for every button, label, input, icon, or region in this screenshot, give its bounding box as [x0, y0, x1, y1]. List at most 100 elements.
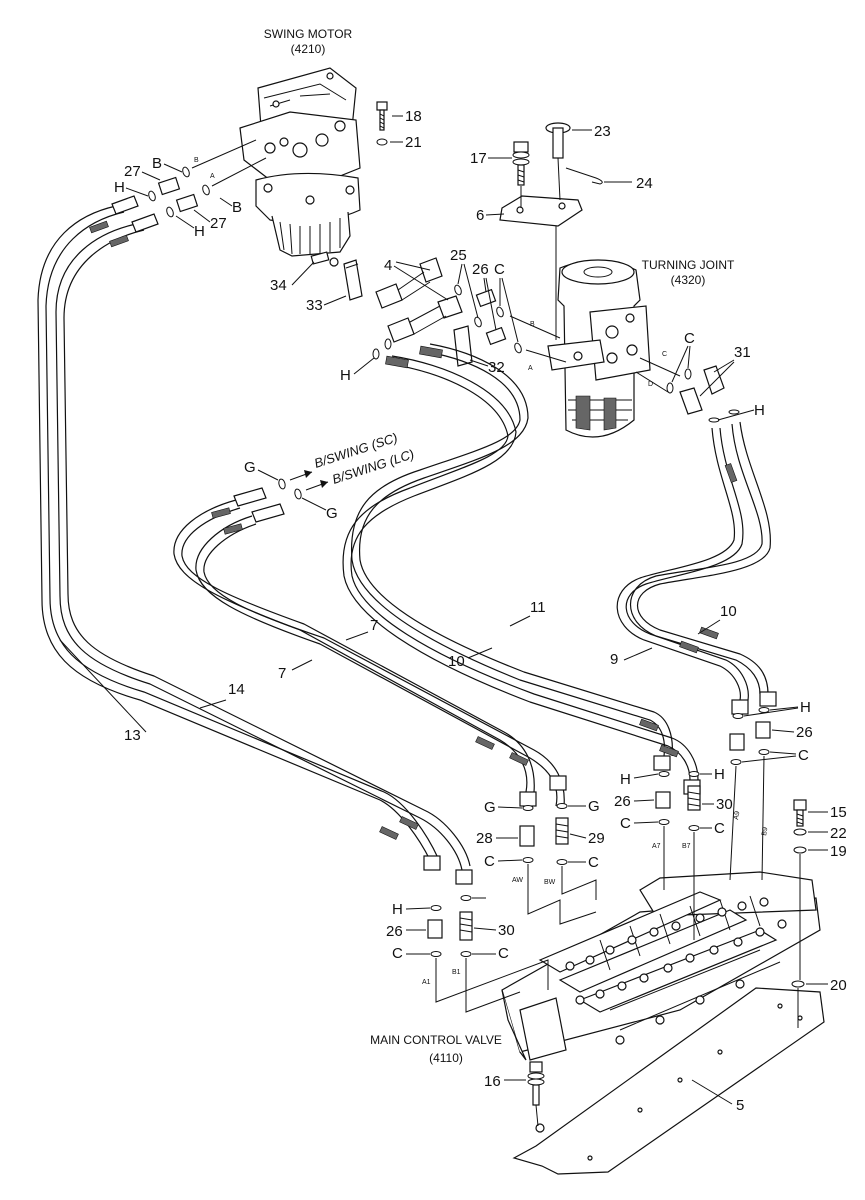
part-17-bolt: [512, 141, 530, 208]
part-label-16: 16: [484, 1073, 501, 1090]
letter-h-mcv-left: H: [392, 901, 403, 918]
main-control-valve-code: (4110): [429, 1051, 463, 1065]
part-label-10-right: 10: [720, 603, 737, 620]
letter-c-mid-left: C: [620, 815, 631, 832]
part-label-24: 24: [636, 175, 653, 192]
part-label-4: 4: [384, 257, 392, 274]
port-label-joint-c: C: [662, 351, 667, 358]
port-label-b9: B9: [761, 827, 769, 837]
fitting-26-30-left: [427, 911, 473, 941]
letter-h-motor-lower: H: [194, 223, 205, 240]
part-33-clamp: [343, 259, 363, 301]
letter-h-joint-right: H: [754, 402, 765, 419]
part-label-7-lower: 7: [278, 665, 286, 682]
swing-motor-code: (4210): [291, 42, 326, 56]
part-label-34: 34: [270, 277, 287, 294]
hose-11: [350, 343, 673, 757]
letter-c-mid-right: C: [714, 820, 725, 837]
port-label-b1: B1: [452, 969, 461, 976]
letter-h-motor-upper: H: [114, 179, 125, 196]
part-32-bracket: [453, 325, 473, 367]
letter-h-joint-left: H: [340, 367, 351, 384]
turning-joint: [547, 259, 651, 438]
part-34-bleeder: [310, 251, 339, 267]
port-label-bw: BW: [544, 879, 556, 886]
port-label-a9: A9: [733, 811, 741, 821]
letter-g-mcv-right: G: [588, 798, 600, 815]
washer-20: [791, 980, 805, 988]
turning-joint-code: (4320): [671, 273, 706, 287]
part-label-19: 19: [830, 843, 847, 860]
part-label-9: 9: [610, 651, 618, 668]
part-label-14: 14: [228, 681, 245, 698]
part-label-26-joint: 26: [472, 261, 489, 278]
swing-motor-title: SWING MOTOR: [264, 27, 353, 41]
letter-c-mcv-left: C: [484, 853, 495, 870]
letter-g-bswing-lower: G: [326, 505, 338, 522]
hose-10-right: [630, 421, 771, 695]
port-label-a1: A1: [422, 979, 431, 986]
letter-c-joint-right: C: [684, 330, 695, 347]
port-label-joint-d: D: [648, 381, 653, 388]
fitting-27-lower: [166, 184, 210, 218]
main-control-valve: [501, 871, 821, 1061]
part-label-18: 18: [405, 108, 422, 125]
part-label-20: 20: [830, 977, 847, 994]
letter-c-left-a1: C: [392, 945, 403, 962]
turning-joint-title: TURNING JOINT: [642, 258, 735, 272]
part-label-5: 5: [736, 1097, 744, 1114]
part-31-elbows: [679, 365, 725, 415]
port-label-joint-a: A: [528, 365, 533, 372]
part-4-elbows: [375, 257, 463, 343]
part-label-30-mid: 30: [716, 796, 733, 813]
letter-c-joint-left: C: [494, 261, 505, 278]
part-23-pin: [545, 122, 571, 201]
letter-h-right-mid-left: H: [620, 771, 631, 788]
part-label-27-upper: 27: [124, 163, 141, 180]
part-label-26-left: 26: [386, 923, 403, 940]
fitting-26-30-mid: [655, 785, 701, 811]
washer-19: [793, 846, 807, 854]
part-label-10-middle: 10: [448, 653, 465, 670]
part-label-21: 21: [405, 134, 422, 151]
fitting-28-29: [519, 817, 569, 847]
washer-21: [376, 138, 388, 146]
part-label-27-lower: 27: [210, 215, 227, 232]
main-control-valve-title: MAIN CONTROL VALVE: [370, 1033, 502, 1047]
part-label-26-mid: 26: [614, 793, 631, 810]
part-24-clip: [565, 167, 603, 185]
part-label-31: 31: [734, 344, 751, 361]
part-label-33: 33: [306, 297, 323, 314]
letter-g-bswing-upper: G: [244, 459, 256, 476]
letter-c-right-top: C: [798, 747, 809, 764]
letter-c-mcv-right: C: [588, 854, 599, 871]
port-label-a7: A7: [652, 843, 661, 850]
part-18-bolt: [376, 101, 388, 131]
part-label-25: 25: [450, 247, 467, 264]
part-label-17: 17: [470, 150, 487, 167]
letter-c-left-b1: C: [498, 945, 509, 962]
swing-motor: [239, 67, 361, 257]
part-label-30-left: 30: [498, 922, 515, 939]
port-label-motor-b: B: [194, 157, 199, 164]
part-label-15: 15: [830, 804, 847, 821]
part-15-bolt: [793, 799, 807, 827]
part-label-13: 13: [124, 727, 141, 744]
part-label-28: 28: [476, 830, 493, 847]
letter-b-upper: B: [152, 155, 162, 172]
part-label-7-upper: 7: [370, 617, 378, 634]
port-label-joint-b: B: [530, 321, 535, 328]
letter-h-right-mid-right: H: [714, 766, 725, 783]
part-label-6: 6: [476, 207, 484, 224]
part-label-11: 11: [530, 599, 546, 616]
part-label-22: 22: [830, 825, 847, 842]
part-label-23: 23: [594, 123, 611, 140]
letter-b-lower: B: [232, 199, 242, 216]
fitting-27-upper: [148, 166, 190, 202]
port-label-motor-a: A: [210, 173, 215, 180]
port-label-b7: B7: [682, 843, 691, 850]
hose-13: [37, 195, 441, 871]
letter-h-right-top: H: [800, 699, 811, 716]
port-label-aw: AW: [512, 877, 523, 884]
